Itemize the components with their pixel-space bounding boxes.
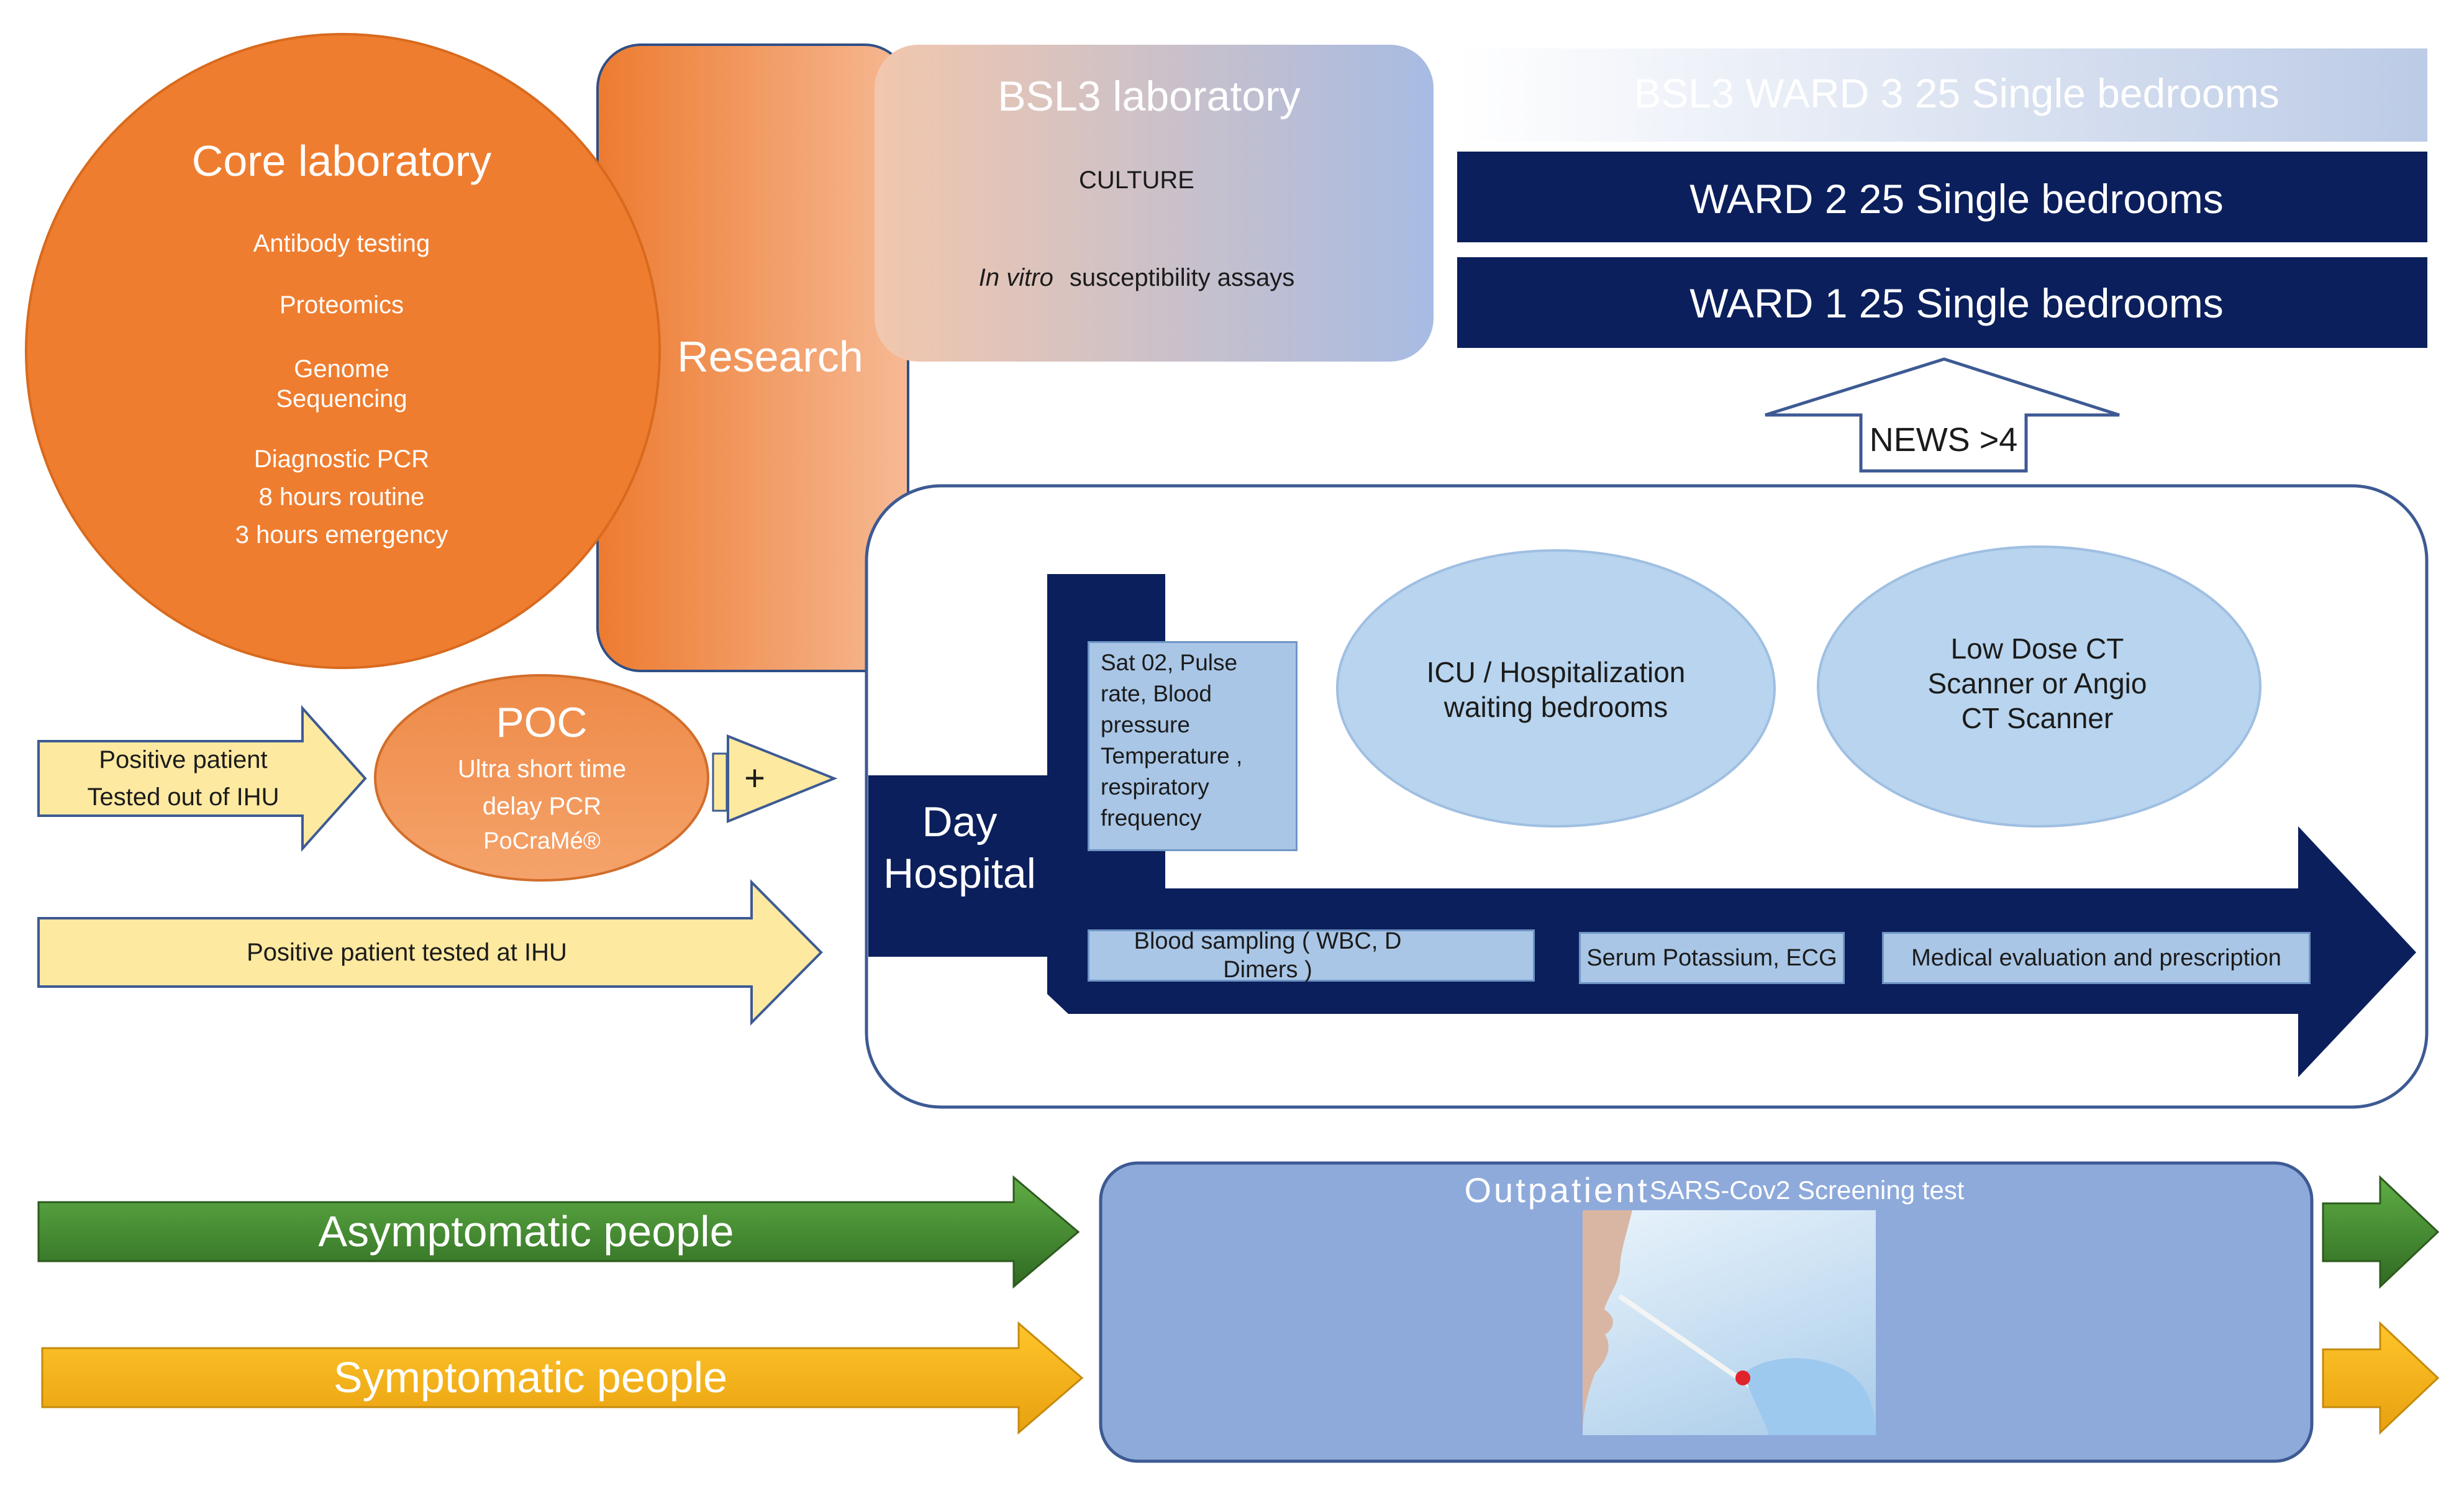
bsl3-laboratory-title: BSL3 laboratory (998, 72, 1301, 120)
tested-at-label: Positive patient tested at IHU (247, 938, 567, 966)
ward2-bar (1457, 152, 2427, 242)
bsl3-assay-rest: susceptibility assays (1069, 263, 1295, 291)
step-blood-sampling-box (1088, 929, 1535, 982)
symptomatic-arrow (41, 1321, 1084, 1435)
day-hospital-label: Day Hospital (883, 798, 1036, 897)
ward3-label: BSL3 WARD 3 25 Single bedrooms (1634, 70, 2280, 116)
item-diagnostic-pcr: Diagnostic PCR (253, 445, 430, 473)
tested-out-label: Positive patient Tested out of IHU (87, 746, 280, 811)
nasal-swab-illustration (1583, 1210, 1876, 1435)
item-genome-sequencing: Genome Sequencing (276, 355, 407, 413)
icu-ellipse (1336, 549, 1776, 828)
poc-ellipse (374, 674, 709, 882)
news-up-arrow (1765, 357, 2120, 473)
outpatient-title-big: Outpatient (1464, 1170, 1650, 1210)
item-8-hours-routine: 8 hours routine (258, 483, 425, 511)
plus-label: + (744, 757, 765, 798)
poc-line2: delay PCR (482, 792, 602, 820)
bsl3-culture: CULTURE (1079, 166, 1194, 194)
tested-at-arrow (37, 879, 823, 1026)
research-label: Research (677, 332, 863, 381)
core-laboratory-title: Core laboratory (191, 137, 492, 186)
step-medical-box (1882, 932, 2311, 984)
step-serum: Serum Potassium, ECG (1586, 944, 1837, 971)
bsl3-assay-italic: In vitro (978, 263, 1053, 291)
bsl3-assays: In vitro susceptibility assays (901, 255, 1373, 301)
symptomatic-label: Symptomatic people (333, 1352, 728, 1402)
ct-label: Low Dose CT Scanner or Angio CT Scanner (1927, 632, 2147, 735)
ct-ellipse (1817, 545, 2262, 828)
swab-tube-cap (1735, 1371, 1750, 1385)
step-medical: Medical evaluation and prescription (1911, 944, 2281, 971)
outpatient-title: Outpatient SARS-Cov2 Screening test (1118, 1168, 2311, 1213)
tested-out-arrow (37, 705, 367, 852)
swab-stick (1619, 1295, 1759, 1393)
asymptomatic-output-arrow (2322, 1175, 2440, 1289)
face-profile (1583, 1210, 1632, 1435)
item-antibody-testing: Antibody testing (253, 230, 430, 257)
plus-arrow-bar (712, 752, 728, 812)
item-proteomics: Proteomics (279, 291, 404, 319)
item-3-hours-emergency: 3 hours emergency (235, 521, 448, 549)
ward2-label: WARD 2 25 Single bedrooms (1689, 175, 2224, 222)
poc-line1: Ultra short time (457, 755, 627, 783)
asymptomatic-label: Asymptomatic people (318, 1206, 734, 1256)
step-blood-sampling: Blood sampling ( WBC, D Dimers ) (1134, 928, 1402, 983)
icu-label: ICU / Hospitalization waiting bedrooms (1426, 655, 1686, 723)
nasal-swab-photo (1583, 1210, 1876, 1435)
bsl3-laboratory-box (875, 45, 1434, 362)
ward3-bar (1457, 48, 2427, 142)
symptomatic-output-arrow (2322, 1321, 2440, 1435)
core-laboratory-circle (25, 33, 661, 669)
vitals-box (1088, 641, 1298, 851)
asymptomatic-arrow (37, 1175, 1080, 1289)
gloved-hand (1744, 1358, 1876, 1435)
core-laboratory-items: Antibody testing Proteomics Genome Seque… (155, 217, 528, 578)
poc-title: POC (496, 698, 588, 746)
outpatient-title-small: SARS-Cov2 Screening test (1649, 1175, 1965, 1205)
vitals-text: Sat 02, Pulse rate, Blood pressure Tempe… (1101, 650, 1243, 831)
news-label: NEWS >4 (1869, 421, 2018, 459)
ward1-label: WARD 1 25 Single bedrooms (1689, 280, 2224, 326)
step-serum-box (1579, 932, 1845, 984)
poc-line3: PoCraMé® (483, 828, 601, 854)
plus-arrow (727, 734, 838, 823)
ward1-bar (1457, 257, 2427, 348)
